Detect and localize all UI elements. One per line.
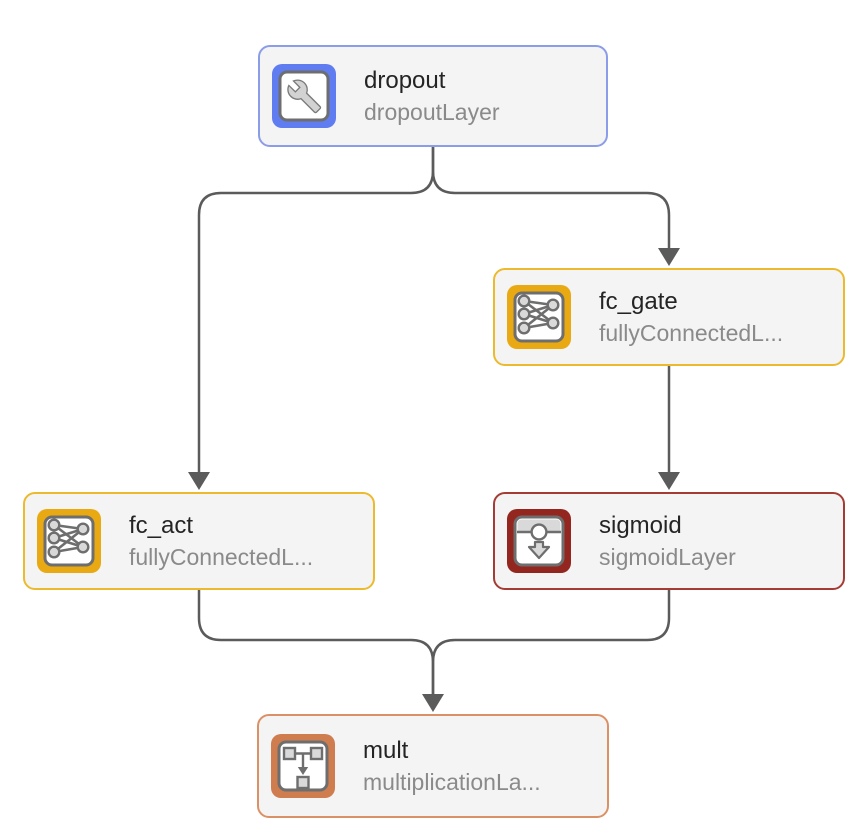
- node-labels: dropout dropoutLayer: [364, 65, 500, 128]
- layer-name: fc_gate: [599, 287, 678, 315]
- layer-type: sigmoidLayer: [599, 543, 736, 570]
- edge-sigmoid-to-mult[interactable]: [431, 590, 671, 694]
- arrowhead-into-fc-act: [188, 472, 210, 490]
- fully-connected-network-icon: [37, 509, 101, 573]
- node-fc-gate[interactable]: fc_gate fullyConnectedL...: [493, 268, 845, 366]
- connector-paths: [197, 147, 671, 694]
- fully-connected-network-icon: [507, 285, 571, 349]
- node-labels: sigmoid sigmoidLayer: [599, 510, 736, 573]
- layer-name: mult: [363, 736, 409, 764]
- node-labels: mult multiplicationLa...: [363, 735, 541, 798]
- node-labels: fc_act fullyConnectedL...: [129, 510, 313, 573]
- node-labels: fc_gate fullyConnectedL...: [599, 286, 783, 349]
- layer-type: dropoutLayer: [364, 98, 500, 125]
- arrowhead-into-mult: [422, 694, 444, 712]
- layer-name: dropout: [364, 66, 446, 94]
- merge-tree-icon: [271, 734, 335, 798]
- layer-type: multiplicationLa...: [363, 768, 541, 795]
- layer-name: sigmoid: [599, 511, 682, 539]
- edge-dropout-to-fc-gate[interactable]: [431, 147, 671, 248]
- edge-fc-act-to-mult[interactable]: [197, 590, 435, 694]
- wrench-icon: [272, 64, 336, 128]
- layer-name: fc_act: [129, 511, 194, 539]
- arrowhead-into-sigmoid: [658, 472, 680, 490]
- layer-type: fullyConnectedL...: [129, 543, 314, 570]
- arrowhead-into-fc-gate: [658, 248, 680, 266]
- edge-dropout-to-fc-act[interactable]: [197, 147, 435, 472]
- activation-window-arrow-icon: [507, 509, 571, 573]
- layer-type: fullyConnectedL...: [599, 319, 784, 346]
- connector-arrowheads: [188, 248, 680, 712]
- node-mult[interactable]: mult multiplicationLa...: [257, 714, 609, 818]
- node-sigmoid[interactable]: sigmoid sigmoidLayer: [493, 492, 845, 590]
- node-fc-act[interactable]: fc_act fullyConnectedL...: [23, 492, 375, 590]
- node-dropout[interactable]: dropout dropoutLayer: [258, 45, 608, 147]
